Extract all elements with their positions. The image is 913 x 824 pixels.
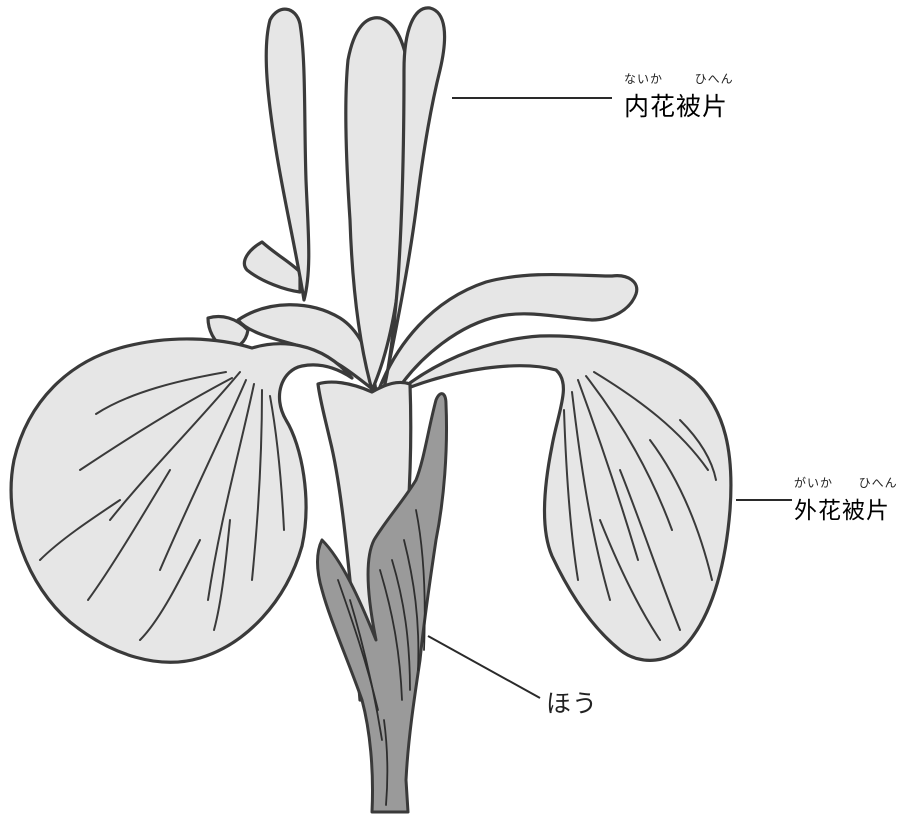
inner-petal-reading-2: ひへん bbox=[695, 72, 734, 86]
inner-petal-reading-1: ないか bbox=[624, 72, 663, 86]
outer-petal-left bbox=[11, 339, 352, 662]
outer-petal-right bbox=[398, 336, 731, 660]
outer-petal-reading-1: がいか bbox=[794, 476, 833, 490]
bract-text: ほう bbox=[546, 684, 598, 720]
outer-petal-text: 外花被片 bbox=[794, 491, 898, 525]
upper-left-wing bbox=[244, 242, 300, 292]
bract-leader bbox=[428, 636, 540, 698]
inner-petal-label: ないか ひへん 内花被片 bbox=[624, 70, 734, 123]
bract-label: ほう bbox=[546, 684, 598, 720]
outer-petal-label: がいか ひへん 外花被片 bbox=[794, 474, 898, 525]
inner-petal-text: 内花被片 bbox=[624, 87, 734, 123]
outer-petal-reading-2: ひへん bbox=[859, 476, 898, 490]
